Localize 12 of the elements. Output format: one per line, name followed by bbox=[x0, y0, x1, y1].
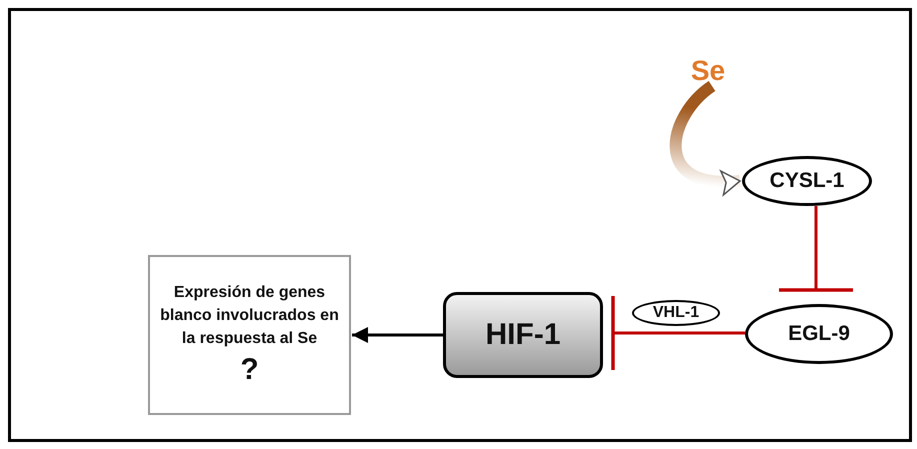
curved-arrow bbox=[670, 81, 741, 194]
outcome-text: Expresión de genes blanco involucrados en la respuesta al Se bbox=[159, 282, 340, 350]
element-label: Se bbox=[680, 52, 736, 90]
inhibition-line bbox=[777, 206, 855, 292]
arrow bbox=[352, 327, 443, 343]
outcome-box-frame bbox=[148, 255, 351, 415]
question-mark: ? bbox=[240, 352, 259, 388]
protein-ellipse: CYSL-1 bbox=[742, 156, 872, 206]
protein-ellipse: VHL-1 bbox=[632, 300, 720, 326]
protein-ellipse: EGL-9 bbox=[745, 304, 893, 364]
inhibition-line bbox=[611, 294, 745, 372]
factor-box: HIF-1 bbox=[443, 292, 603, 378]
